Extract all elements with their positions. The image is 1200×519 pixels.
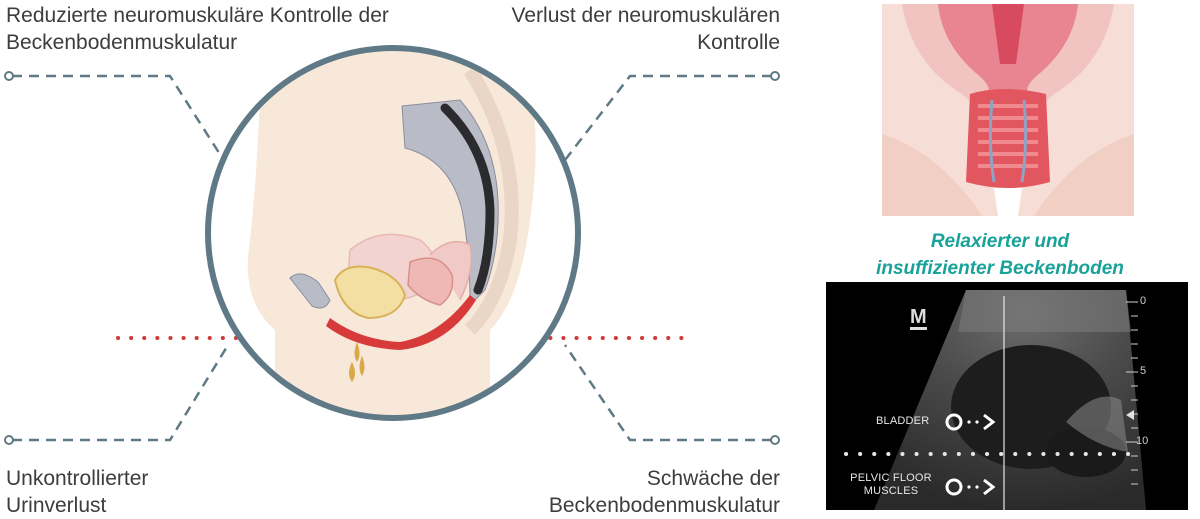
magnifier-circle <box>205 45 581 421</box>
circle-endpoint-icon <box>770 435 780 445</box>
connector-bottom-right <box>563 344 772 442</box>
pelvic-floor-label: PELVIC FLOOR MUSCLES <box>850 472 932 497</box>
image-caption: Relaxierter und insuffizienter Beckenbod… <box>876 231 1124 279</box>
bladder-label: BLADDER <box>876 415 930 427</box>
depth-scale-10: 10 <box>1136 435 1149 447</box>
depth-scale-5: 5 <box>1140 365 1147 377</box>
circle-endpoint-icon <box>4 71 14 81</box>
dotted-arrow-icon <box>945 478 996 496</box>
connector-lines <box>12 74 772 442</box>
label-top-left: Reduzierte neuromuskuläre Kontrolle der … <box>6 4 389 54</box>
anatomy-illustration <box>208 48 578 418</box>
label-bottom-left: Unkontrollierter Urinverlust <box>6 467 149 517</box>
label-top-right: Verlust der neuromuskulären Kontrolle <box>511 4 780 54</box>
pelvic-anatomy-illustration <box>882 4 1134 216</box>
ultrasound-image: M BLADDER PELVIC FLOOR MUSCLES 0 5 10 <box>826 282 1188 510</box>
connector-top-left <box>12 74 232 171</box>
depth-scale-0: 0 <box>1140 295 1147 307</box>
connector-top-right <box>564 74 772 161</box>
dotted-arrow-icon <box>945 413 996 431</box>
circle-endpoint-icon <box>770 71 780 81</box>
m-logo: M <box>910 306 927 330</box>
connector-bottom-left <box>12 344 230 442</box>
pelvic-floor-diagram <box>4 45 780 445</box>
label-bottom-right: Schwäche der Beckenbodenmuskulatur <box>548 467 780 517</box>
circle-endpoint-icon <box>4 435 14 445</box>
